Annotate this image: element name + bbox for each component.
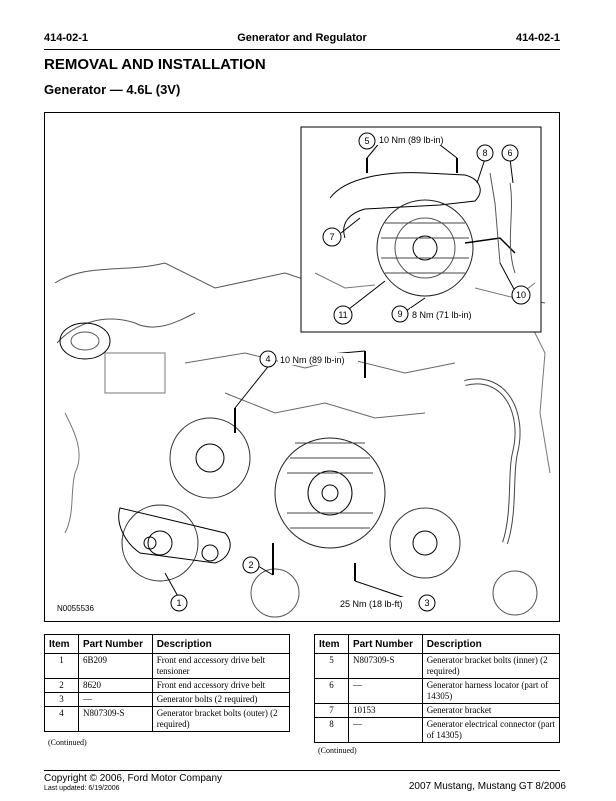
table-header-row: Item Part Number Description: [44, 634, 291, 654]
engine-drawing: 5 8 6 7 11 9 10 4 1 2 3 10 Nm (89 lb-in)…: [54, 126, 551, 618]
footer-model: 2007 Mustang, Mustang GT 8/2006: [408, 781, 566, 792]
part-number: —: [347, 678, 423, 704]
table-header-row: Item Part Number Description: [314, 634, 561, 654]
parts-table-left: Item Part Number Description 1 6B209 Fro…: [44, 634, 291, 732]
part-description: Generator electrical connector (part of …: [421, 717, 561, 743]
torque-callout-9: 8 Nm (71 lb-in): [412, 310, 472, 320]
part-description: Generator bracket bolts (inner) (2 requi…: [421, 653, 561, 679]
part-description: Generator bracket: [421, 703, 561, 718]
col-header-part-number: Part Number: [77, 634, 153, 654]
callout-2: 2: [248, 560, 253, 570]
item-number: 5: [314, 653, 349, 679]
callout-11: 11: [338, 310, 347, 320]
item-number: 3: [44, 692, 79, 707]
callout-circle-1: [170, 594, 188, 612]
header-title: Generator and Regulator: [237, 32, 367, 44]
part-number: N807309-S: [347, 653, 423, 679]
table-row: 6 — Generator harness locator (part of 1…: [314, 678, 561, 704]
continued-note-right: (Continued): [318, 746, 357, 755]
callout-3: 3: [424, 598, 429, 608]
parts-table-right: Item Part Number Description 5 N807309-S…: [314, 634, 561, 743]
callout-10: 10: [516, 290, 526, 300]
table-row: 4 N807309-S Generator bracket bolts (out…: [44, 706, 291, 732]
footer-copyright: Copyright © 2006, Ford Motor Company: [44, 773, 223, 784]
inset-detail-box: [300, 126, 542, 333]
footer-rule: [44, 770, 560, 771]
callout-9: 9: [397, 309, 402, 319]
item-number: 4: [44, 706, 79, 732]
table-row: 2 8620 Front end accessory drive belt: [44, 678, 291, 693]
callout-circle-4: [259, 350, 277, 368]
part-description: Generator bolts (2 required): [151, 692, 291, 707]
callout-circle-11: [333, 305, 353, 325]
callout-circle-10: [511, 285, 531, 305]
table-row: 1 6B209 Front end accessory drive belt t…: [44, 653, 291, 679]
col-header-item: Item: [44, 634, 79, 654]
part-description: Front end accessory drive belt tensioner: [151, 653, 291, 679]
item-number: 1: [44, 653, 79, 679]
table-row: 7 10153 Generator bracket: [314, 703, 561, 718]
part-number: —: [347, 717, 423, 743]
continued-note-left: (Continued): [48, 738, 87, 747]
callout-circle-6: [501, 144, 519, 162]
page-title: REMOVAL AND INSTALLATION: [44, 56, 266, 73]
item-number: 8: [314, 717, 349, 743]
callout-5: 5: [364, 136, 369, 146]
col-header-description: Description: [421, 634, 561, 654]
callout-4: 4: [265, 354, 270, 364]
callout-circle-7: [322, 227, 342, 247]
callout-8: 8: [482, 148, 487, 158]
header-section-left: 414-02-1: [44, 32, 89, 44]
part-description: Front end accessory drive belt: [151, 678, 291, 693]
callout-circle-8: [476, 144, 494, 162]
part-description: Generator bracket bolts (outer) (2 requi…: [151, 706, 291, 732]
callout-circle-5: [358, 132, 376, 150]
col-header-description: Description: [151, 634, 291, 654]
torque-callout-5: 10 Nm (89 lb-in): [379, 135, 444, 145]
torque-callout-4: 10 Nm (89 lb-in): [280, 355, 345, 365]
page-header: 414-02-1 Generator and Regulator 414-02-…: [44, 32, 560, 48]
item-number: 2: [44, 678, 79, 693]
header-section-right: 414-02-1: [515, 32, 560, 44]
table-row: 5 N807309-S Generator bracket bolts (inn…: [314, 653, 561, 679]
torque-callout-3: 25 Nm (18 lb-ft): [340, 599, 403, 609]
callout-circle-9: [391, 305, 409, 323]
page-subtitle: Generator — 4.6L (3V): [44, 82, 181, 97]
part-number: —: [77, 692, 153, 707]
part-description: Generator harness locator (part of 14305…: [421, 678, 561, 704]
callout-7: 7: [329, 232, 334, 242]
figure-id: N0055536: [57, 604, 94, 613]
callout-circle-3: [418, 594, 436, 612]
engine-illustration: 5 8 6 7 11 9 10 4 1 2 3 10 Nm (89 lb-in)…: [44, 112, 560, 622]
header-rule: [44, 49, 560, 50]
part-number: N807309-S: [77, 706, 153, 732]
part-number: 10153: [347, 703, 423, 718]
item-number: 7: [314, 703, 349, 718]
table-row: 8 — Generator electrical connector (part…: [314, 717, 561, 743]
callout-1: 1: [176, 598, 181, 608]
footer-updated: Last updated: 6/19/2006: [44, 785, 120, 792]
part-number: 6B209: [77, 653, 153, 679]
item-number: 6: [314, 678, 349, 704]
table-row: 3 — Generator bolts (2 required): [44, 692, 291, 707]
part-number: 8620: [77, 678, 153, 693]
callout-6: 6: [507, 148, 512, 158]
col-header-item: Item: [314, 634, 349, 654]
callout-circle-2: [242, 556, 260, 574]
col-header-part-number: Part Number: [347, 634, 423, 654]
